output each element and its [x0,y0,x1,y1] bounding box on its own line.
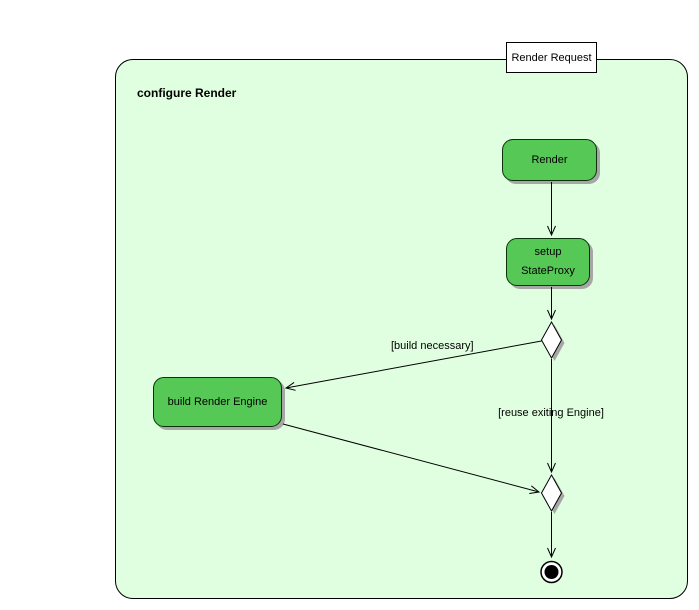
render-request-note: Render Request [506,42,597,73]
action-node-build-label: build Render Engine [167,396,268,408]
action-node-setup-label-line2: StateProxy [521,265,575,277]
action-node-render: Render [502,139,597,181]
action-node-setup-stateproxy: setup StateProxy [506,238,590,286]
action-node-setup-label-line1: setup [534,246,562,258]
frame-title: configure Render [137,86,237,100]
action-node-build-render-engine: build Render Engine [153,377,282,427]
render-request-note-label: Render Request [511,51,592,64]
edge-label-build-necessary: [build necessary] [391,340,474,352]
action-node-render-label: Render [531,154,568,166]
activity-frame [115,59,688,599]
edge-label-reuse-exiting-engine: [reuse exiting Engine] [498,407,604,419]
